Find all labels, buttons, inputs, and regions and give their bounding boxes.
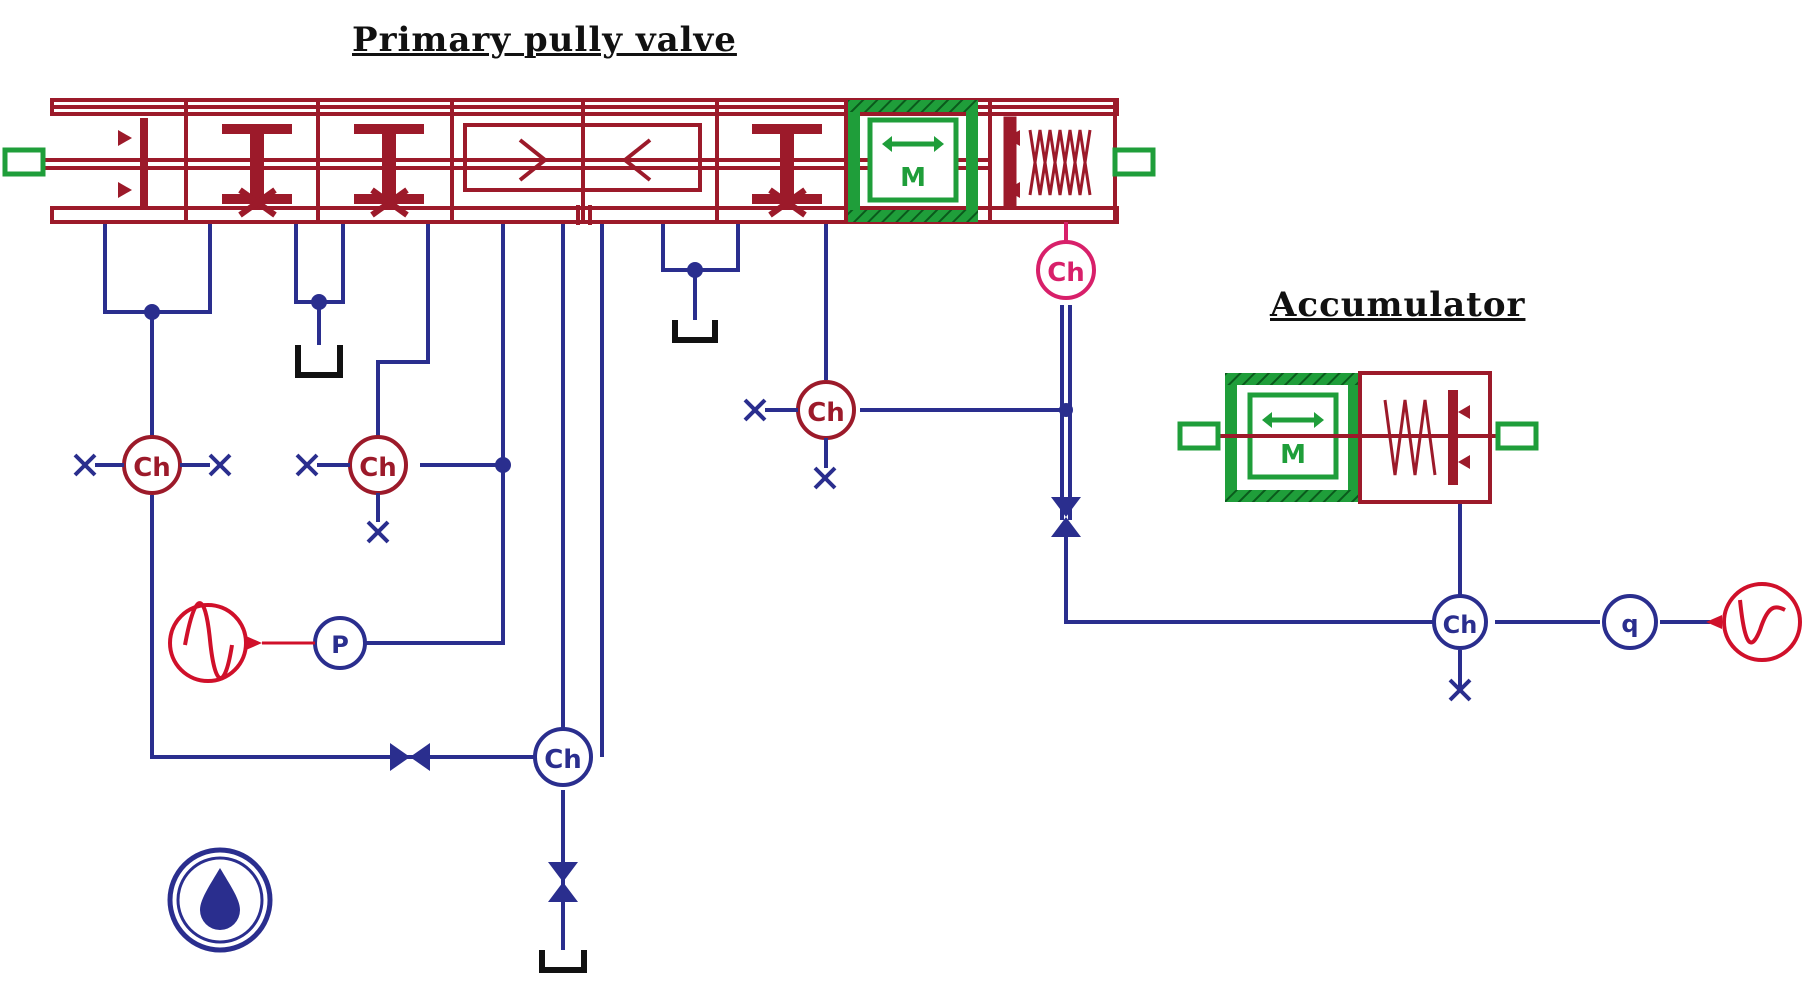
svg-text:q: q: [1621, 610, 1638, 638]
pressure-source: P: [313, 616, 367, 670]
chamber-valve-left: Ch: [95, 435, 210, 495]
droplet-icon: [167, 847, 273, 953]
svg-text:Ch: Ch: [807, 398, 845, 428]
left-port: [2, 147, 46, 177]
accumulator-title: Accumulator: [1270, 285, 1526, 325]
tank-icon: [672, 320, 718, 343]
signal-wave-icon: [1706, 582, 1802, 662]
tank-icon: [295, 345, 343, 378]
chamber-bottom-center: Ch: [533, 727, 593, 787]
center-poppet: [463, 123, 702, 225]
tank-icons: [295, 320, 718, 973]
chamber-valve-mid: Ch: [317, 435, 408, 522]
chamber-pink: Ch: [1036, 222, 1096, 300]
chamber-valve-right: Ch: [765, 380, 856, 468]
svg-text:Ch: Ch: [1047, 258, 1085, 288]
accumulator-left-port: [1177, 421, 1221, 451]
svg-text:Ch: Ch: [544, 745, 582, 775]
right-port: [1112, 147, 1156, 177]
chamber-accumulator: Ch: [1432, 594, 1488, 650]
valve-mass-block: M: [848, 100, 978, 222]
valve-mass-label: M: [900, 163, 926, 193]
svg-text:Ch: Ch: [1443, 611, 1478, 639]
orifice-icons: [390, 497, 1081, 902]
tank-icon: [539, 950, 587, 973]
svg-text:Ch: Ch: [359, 453, 397, 483]
hydraulic-lines: [103, 224, 1710, 950]
svg-text:P: P: [331, 631, 349, 659]
junction-dots: [144, 262, 1073, 473]
restrictor-marks: [238, 187, 807, 218]
sine-wave-icon: [168, 601, 315, 683]
flow-source: q: [1602, 594, 1658, 650]
accumulator-body: M: [1180, 371, 1510, 504]
svg-text:Ch: Ch: [133, 453, 171, 483]
accumulator-right-port: [1495, 421, 1539, 451]
end-ports: [2, 147, 1156, 177]
spring-element: [1003, 116, 1092, 210]
valve-title: Primary pully valve: [352, 20, 737, 60]
line-stop-markers: [73, 398, 1472, 702]
accumulator-mass-label: M: [1280, 440, 1306, 470]
accumulator-ports: [1177, 421, 1539, 451]
